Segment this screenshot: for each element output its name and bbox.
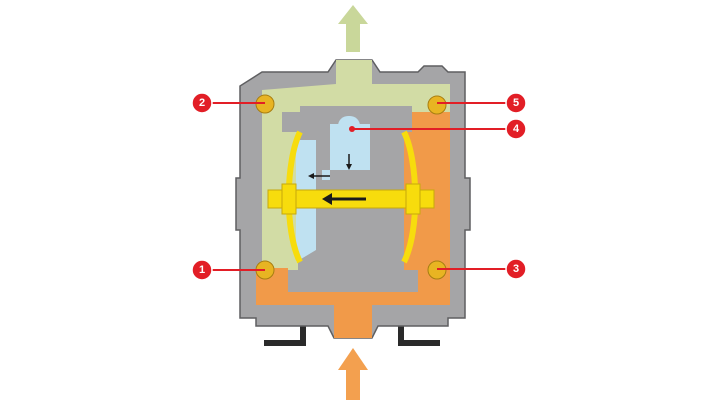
callout-5: 5 (437, 92, 527, 114)
inner-housing (300, 112, 412, 260)
outlet-arrow (338, 5, 368, 52)
callout-4: 4 (349, 118, 527, 140)
callout-label: 2 (199, 97, 205, 109)
callout-2: 2 (191, 92, 265, 114)
ball-top-right (427, 95, 447, 115)
discharge-chamber (262, 60, 450, 270)
callout-label: 5 (513, 97, 519, 109)
callout-label: 4 (513, 123, 520, 135)
connecting-shaft (267, 183, 435, 215)
flow-arrow (308, 154, 366, 205)
callout-3: 3 (437, 258, 527, 280)
callout-label: 3 (513, 263, 519, 275)
inlet-arrow (338, 348, 368, 400)
callout-1: 1 (191, 259, 265, 281)
callout-label: 1 (199, 264, 205, 276)
